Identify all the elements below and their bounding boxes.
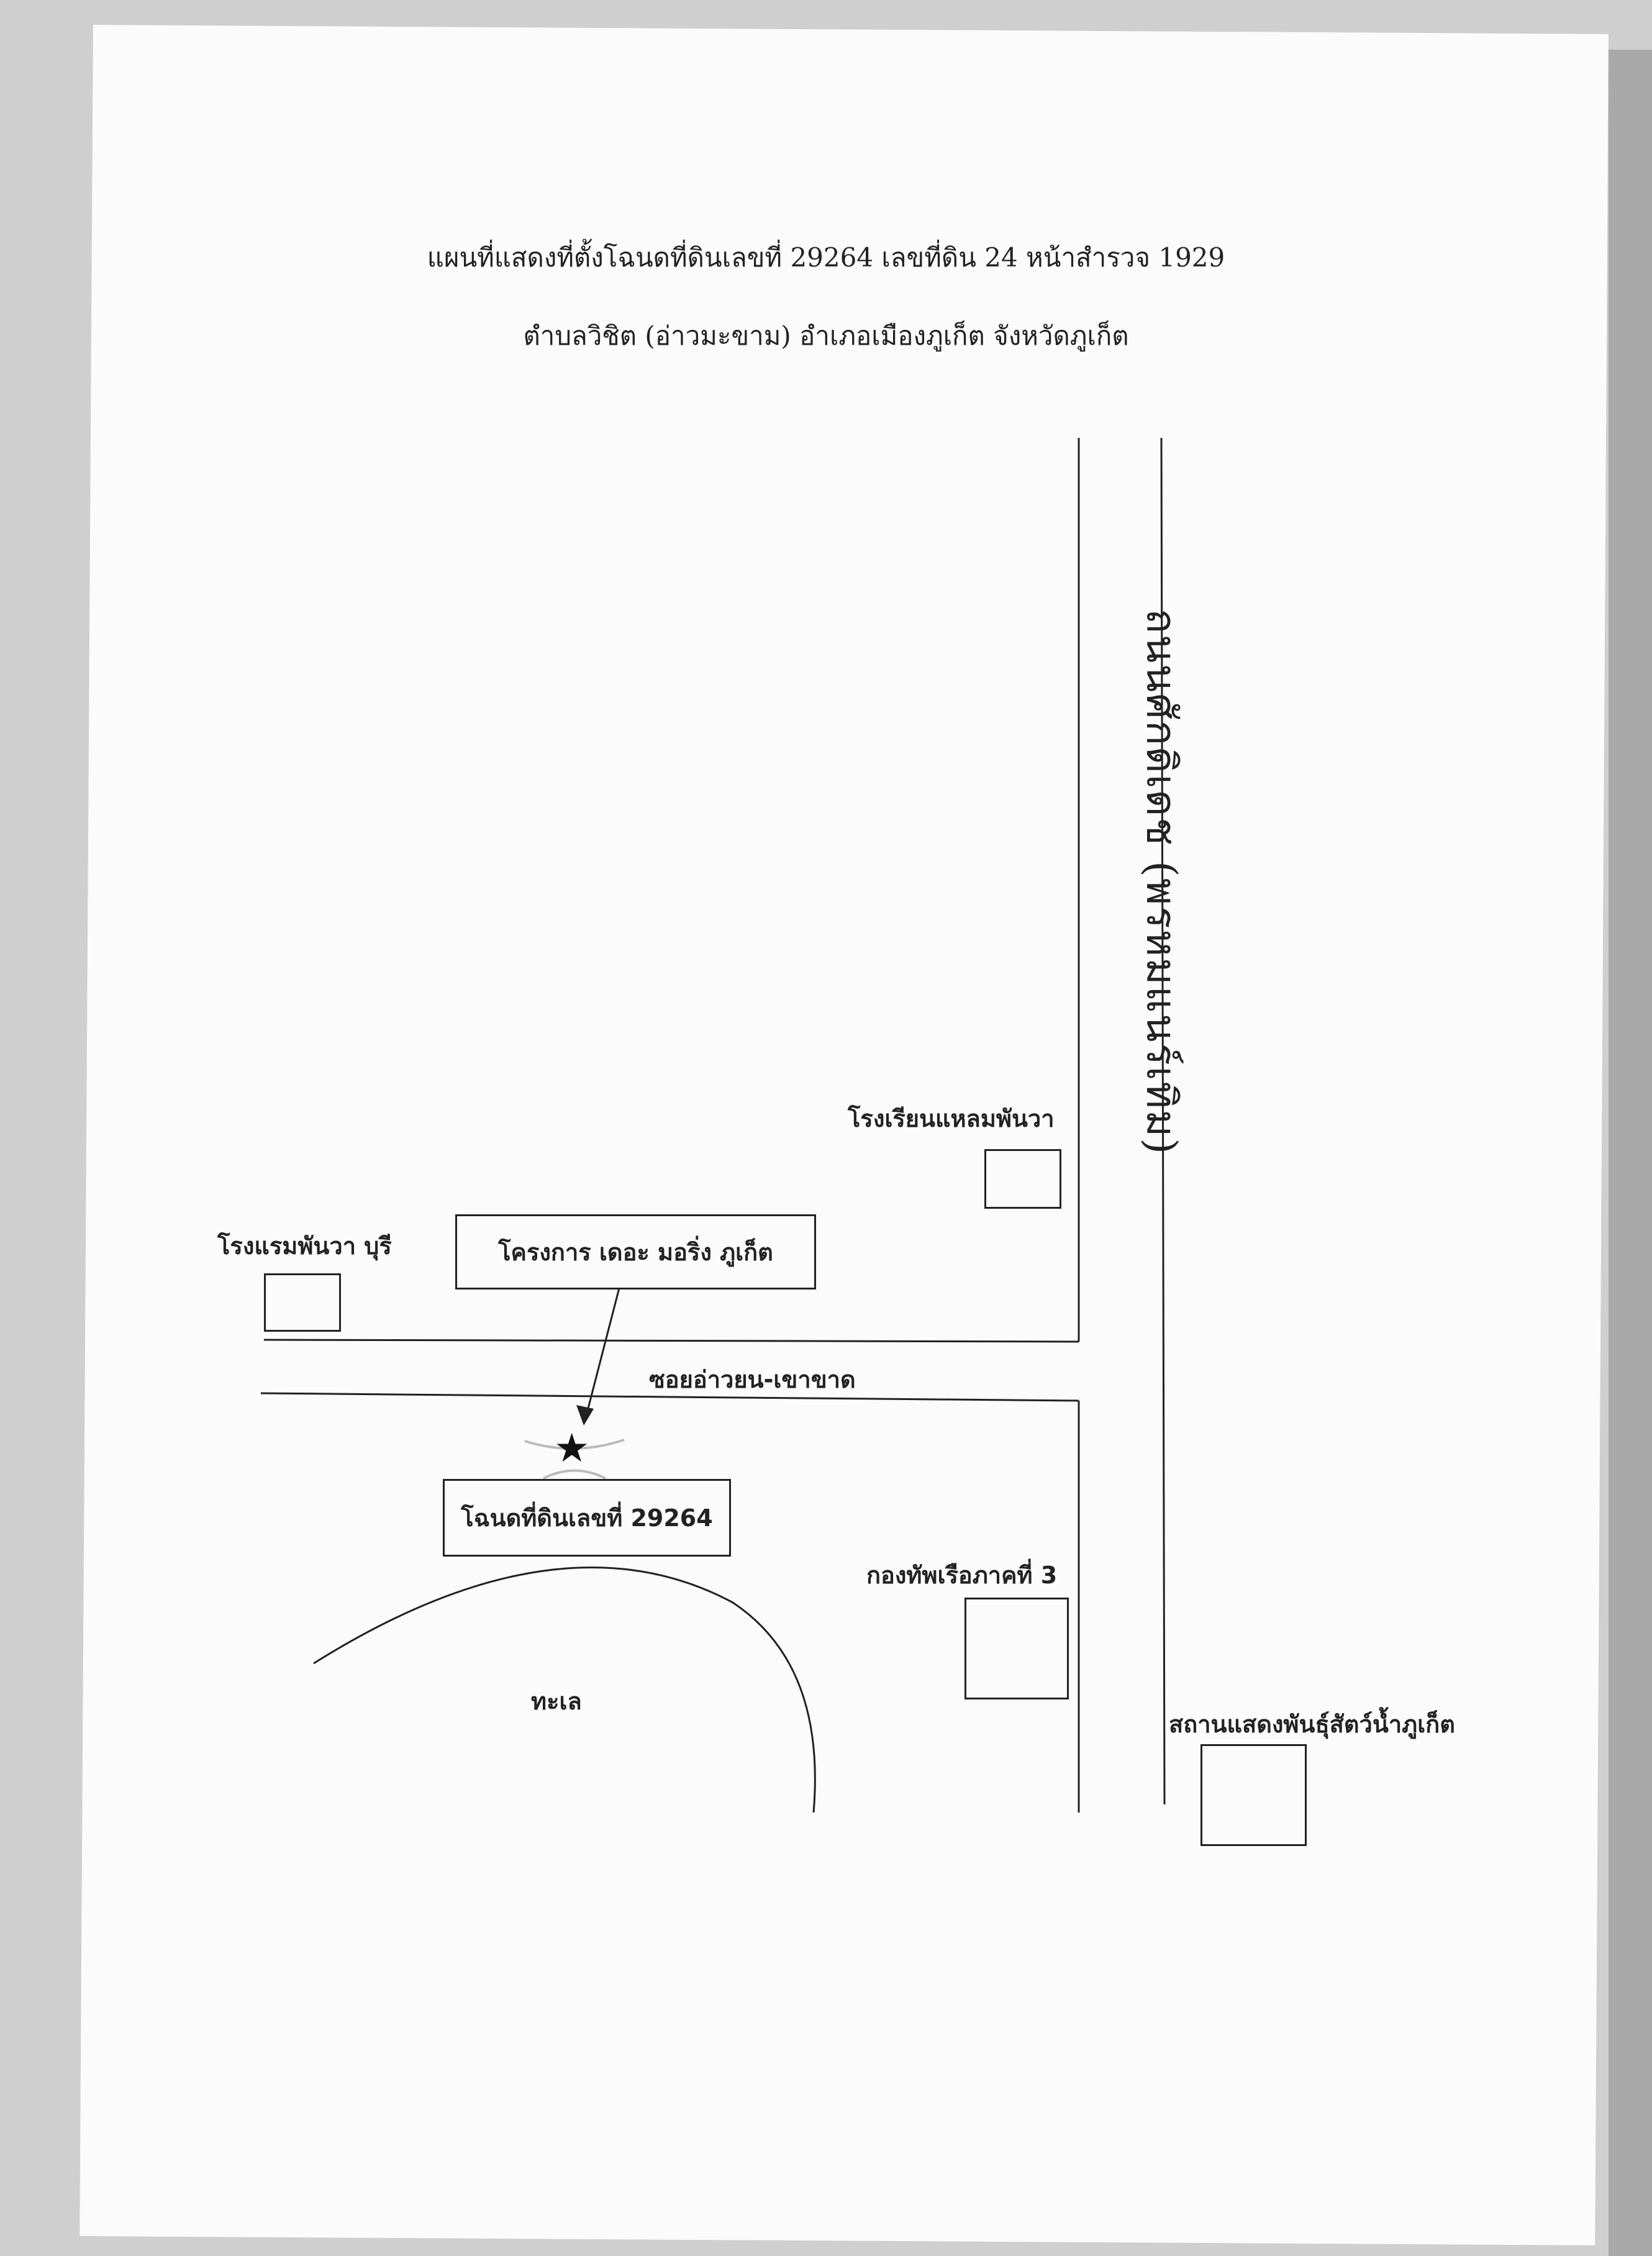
aquarium-label: สถานแสดงพันธุ์สัตว์น้ำภูเก็ต: [1169, 1711, 1455, 1738]
hotel-label: โรงแรมพันวา บุรี: [217, 1232, 392, 1260]
navy-marker: [964, 1598, 1069, 1699]
coastline-arc: [313, 1567, 816, 1813]
project-label: โครงการ เดอะ มอริ่ง ภูเก็ต: [498, 1239, 773, 1266]
side-road-label: ซอยอ่าวยน-เขาขาด: [649, 1366, 856, 1393]
aquarium-marker: [1200, 1744, 1307, 1846]
side-road-north-edge: [263, 1339, 1079, 1343]
main-road-label: ถนนศักดิเดช (พรหมแนร์เทิม): [1137, 608, 1186, 1156]
school-marker: [984, 1149, 1061, 1209]
pointer-arrow-line: [586, 1285, 621, 1414]
scan-edge: [1609, 50, 1652, 2256]
parcel-label: โฉนดที่ดินเลขที่ 29264: [461, 1504, 713, 1532]
school-label: โรงเรียนแหลมพันวา: [848, 1105, 1055, 1132]
pointer-arrow-head: [576, 1405, 594, 1426]
project-box: โครงการ เดอะ มอริ่ง ภูเก็ต: [455, 1214, 816, 1289]
side-road-south-edge: [260, 1392, 1079, 1402]
parcel-box: โฉนดที่ดินเลขที่ 29264: [443, 1479, 731, 1557]
star-highlight: [524, 1439, 625, 1480]
main-road-east-edge: [1160, 437, 1166, 1805]
map-title-line-1: แผนที่แสดงที่ตั้งโฉนดที่ดินเลขที่ 29264 …: [427, 242, 1225, 273]
navy-label: กองทัพเรือภาคที่ 3: [866, 1562, 1058, 1589]
map-title-line-2: ตำบลวิชิต (อ่าวมะขาม) อำเภอเมืองภูเก็ต จ…: [523, 321, 1129, 351]
hotel-marker: [264, 1273, 341, 1332]
star-icon: ★: [554, 1426, 590, 1471]
sea-label: ทะเล: [531, 1688, 582, 1715]
